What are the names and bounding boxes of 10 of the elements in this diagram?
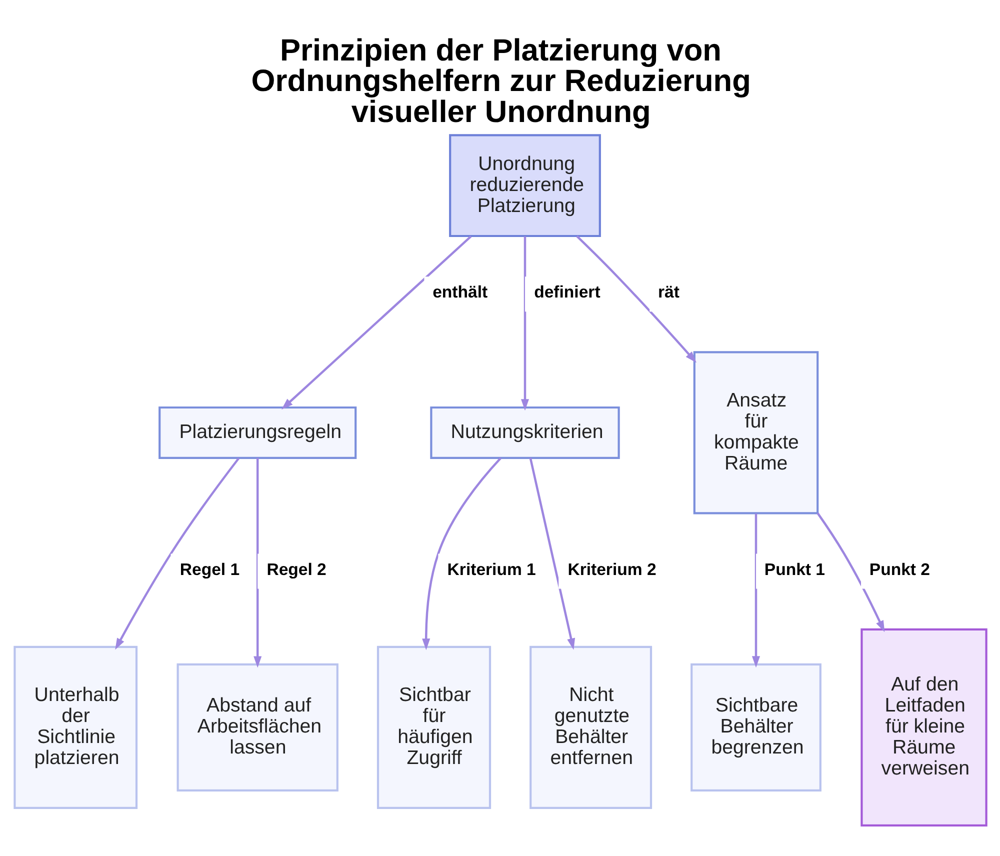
- edge-label: Punkt 2: [868, 559, 930, 578]
- edge-label: Kriterium 2: [567, 559, 656, 578]
- edge-label: definiert: [534, 282, 600, 302]
- edge-label: rät: [658, 282, 679, 302]
- edge-label: Regel 2: [266, 559, 326, 578]
- diagram-title: Prinzipien der Platzierung von Ordnungshelfern zur Reduzierung visueller Unordnung: [250, 32, 750, 129]
- edge-label: Punkt 1: [764, 559, 825, 578]
- edge-label: Kriterium 1: [446, 559, 536, 578]
- edge-label: Regel 1: [179, 559, 240, 578]
- edge-label: enthält: [432, 282, 488, 302]
